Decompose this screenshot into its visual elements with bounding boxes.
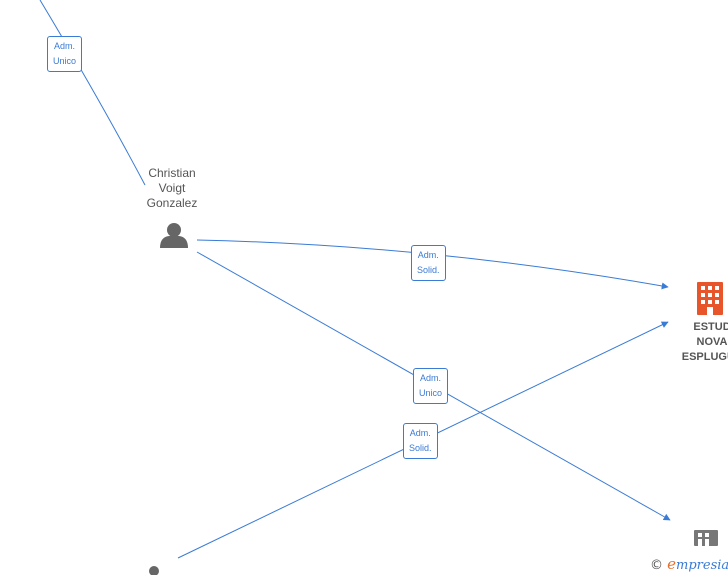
- copyright-icon: ©: [650, 558, 663, 573]
- edge-line-top: [39, 0, 146, 186]
- person-icon[interactable]: [160, 223, 188, 248]
- edge-label-top[interactable]: Adm. Unico: [47, 36, 83, 72]
- brand-name: mpresia: [676, 558, 728, 573]
- building-icon[interactable]: [697, 282, 723, 315]
- company-name-label: ESTUD NOVA ESPLUGUE: [681, 321, 728, 363]
- edge-label-p2-c1[interactable]: Adm. Solid.: [403, 423, 438, 459]
- edge-label-p1-c1[interactable]: Adm. Solid.: [411, 245, 446, 281]
- building-icon[interactable]: [694, 530, 718, 546]
- empresia-watermark: © empresia: [650, 555, 728, 573]
- person-name-label: Christian Voigt Gonzalez: [146, 166, 198, 210]
- edge-label-p1-c2[interactable]: Adm. Unico: [413, 368, 449, 404]
- person-icon[interactable]: [146, 566, 162, 575]
- brand-initial: e: [667, 555, 677, 573]
